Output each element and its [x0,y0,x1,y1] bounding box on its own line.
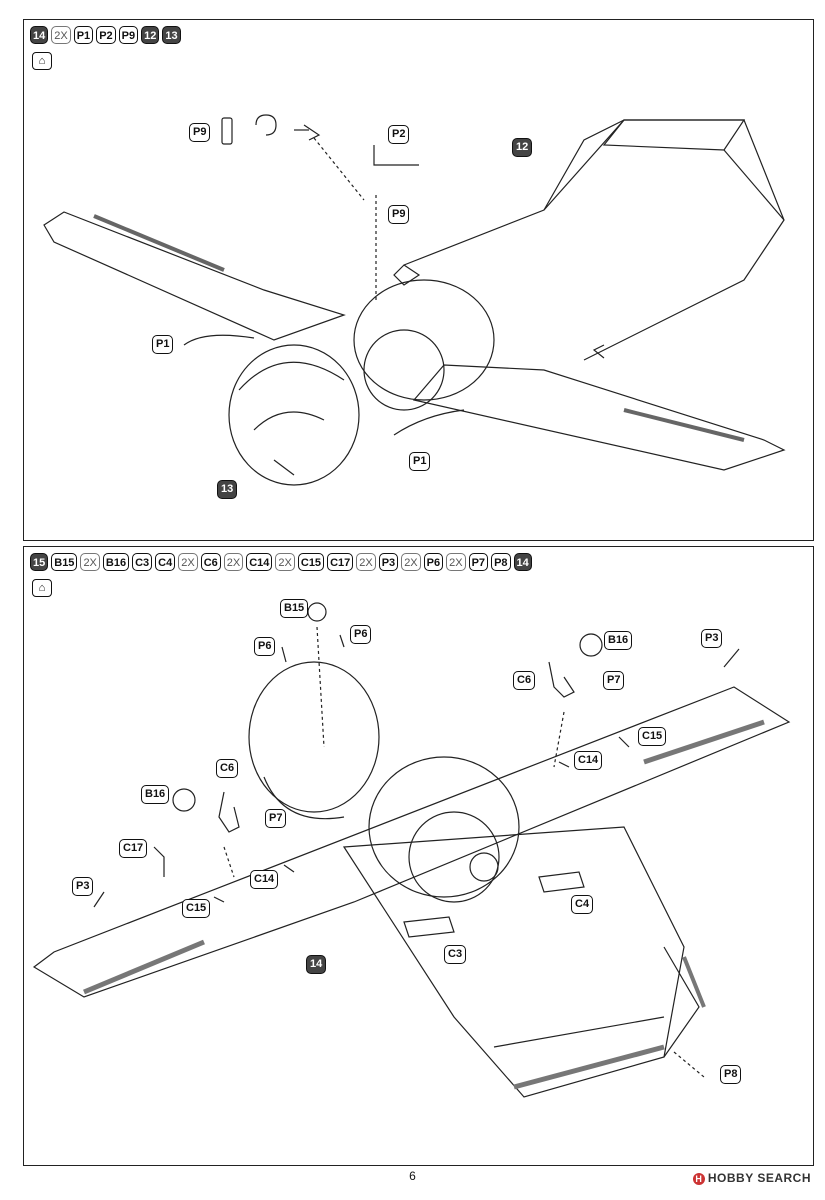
wheel-b15 [307,602,327,622]
part-tag: P6 [423,553,444,571]
callout-b16: B16 [141,785,170,804]
part-tag: B16 [102,553,130,571]
watermark-text: HOBBY SEARCH [707,1171,811,1185]
callout-p9: P9 [388,205,410,224]
callout-part-12: 12 [512,138,533,157]
part-tag: C3 [132,553,153,571]
callout-c4: C4 [571,895,594,914]
quantity-tag: 2X [178,553,198,571]
callout-c6: C6 [216,759,239,778]
quantity-tag: 2X [80,553,100,571]
part-tag: P1 [73,26,94,44]
glue-bottle-icon: ⌂ [32,579,52,597]
callout-p6: P6 [350,625,372,644]
step-14-drawing [43,114,786,486]
callout-p6: P6 [254,637,276,656]
cockpit-pod [228,344,360,486]
callout-c14: C14 [574,751,603,770]
step-15-header: 15 B15 2X B16 C3 C4 2X C6 2X C14 2X C15 … [30,553,532,571]
part-tag: C15 [297,553,325,571]
callout-p2: P2 [388,125,410,144]
part-tag: C4 [155,553,176,571]
quantity-tag: 2X [275,553,295,571]
callout-p3: P3 [72,877,94,896]
callout-b16: B16 [604,631,633,650]
callout-p1: P1 [409,452,431,471]
callout-p8: P8 [720,1065,742,1084]
callout-c6: C6 [513,671,536,690]
wheel-b16-right [579,633,603,657]
part-tag: C14 [246,553,273,571]
quantity-tag: 2X [356,553,376,571]
callout-c17: C17 [119,839,148,858]
part-tag: P3 [378,553,399,571]
glue-bottle-icon: ⌂ [32,52,52,70]
callout-b15: B15 [280,599,309,618]
callout-p3: P3 [701,629,723,648]
quantity-tag: 2X [446,553,466,571]
callout-c15: C15 [182,899,211,918]
part-tag: 12 [141,26,160,44]
left-wing [43,211,346,341]
right-wing [412,364,786,471]
part-tag: C17 [327,553,354,571]
step-number: 14 [30,26,49,44]
quantity-tag: 2X [51,26,71,44]
part-tag: B15 [51,553,78,571]
callout-p1: P1 [152,335,174,354]
step-15-panel: 15 B15 2X B16 C3 C4 2X C6 2X C14 2X C15 … [23,546,814,1166]
quantity-tag: 2X [223,553,244,571]
part-tag: P2 [96,26,116,44]
callout-c15: C15 [638,727,667,746]
part-tag: 13 [162,26,181,44]
callout-c3: C3 [444,945,467,964]
step-number: 15 [30,553,49,571]
callout-p9: P9 [189,123,211,142]
quantity-tag: 2X [401,553,421,571]
part-tag: 14 [513,553,532,571]
step-15-drawing [32,602,791,1098]
part-tag: P7 [468,553,489,571]
page-number: 6 [409,1169,416,1183]
step-14-header: 14 2X P1 P2 P9 12 13 [30,26,181,44]
callout-p7: P7 [603,671,625,690]
callout-c14: C14 [250,870,279,889]
wheel-b16-left [172,788,196,812]
engine-nacelle [368,756,520,898]
fuselage-pod [248,661,380,813]
tail-boom [403,119,785,361]
part-tag: P8 [491,553,511,571]
callout-part-13: 13 [217,480,238,499]
part-tag: C6 [200,553,221,571]
callout-p7: P7 [265,809,287,828]
hobby-search-logo-icon: H [692,1172,705,1185]
main-wing [32,686,791,998]
step-14-panel: 14 2X P1 P2 P9 12 13 ⌂ [23,19,814,541]
callout-part-14: 14 [306,955,327,974]
engine-nacelle [353,279,495,401]
part-tag: P9 [118,26,139,44]
